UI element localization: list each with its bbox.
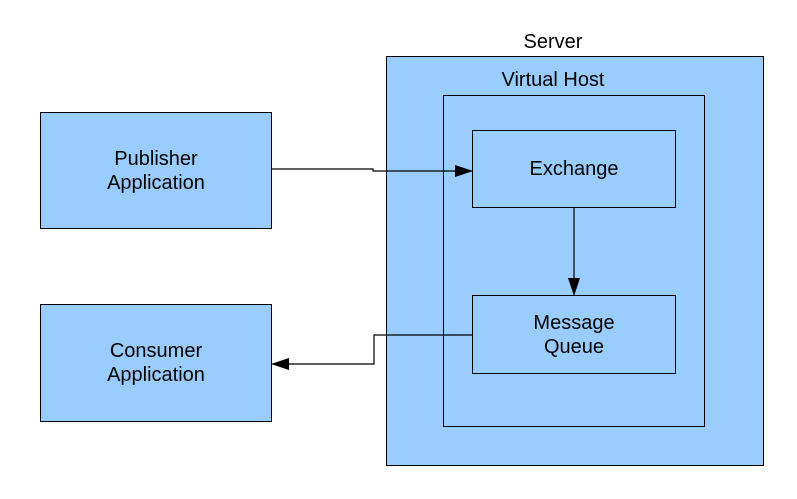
server-title: Server xyxy=(523,31,583,53)
consumer-application-box: Consumer Application xyxy=(40,304,272,422)
exchange-box: Exchange xyxy=(472,130,676,208)
exchange-label: Exchange xyxy=(529,158,619,180)
consumer-application-label: Consumer Application xyxy=(107,340,205,386)
message-queue-label: Message Queue xyxy=(533,311,615,358)
queue-to-consumer-arrow xyxy=(271,334,472,370)
publisher-application-label: Publisher Application xyxy=(107,147,205,194)
publisher-to-exchange-arrow xyxy=(272,165,473,177)
publisher-application-box: Publisher Application xyxy=(40,112,272,229)
virtual-host-title: Virtual Host xyxy=(501,69,605,91)
